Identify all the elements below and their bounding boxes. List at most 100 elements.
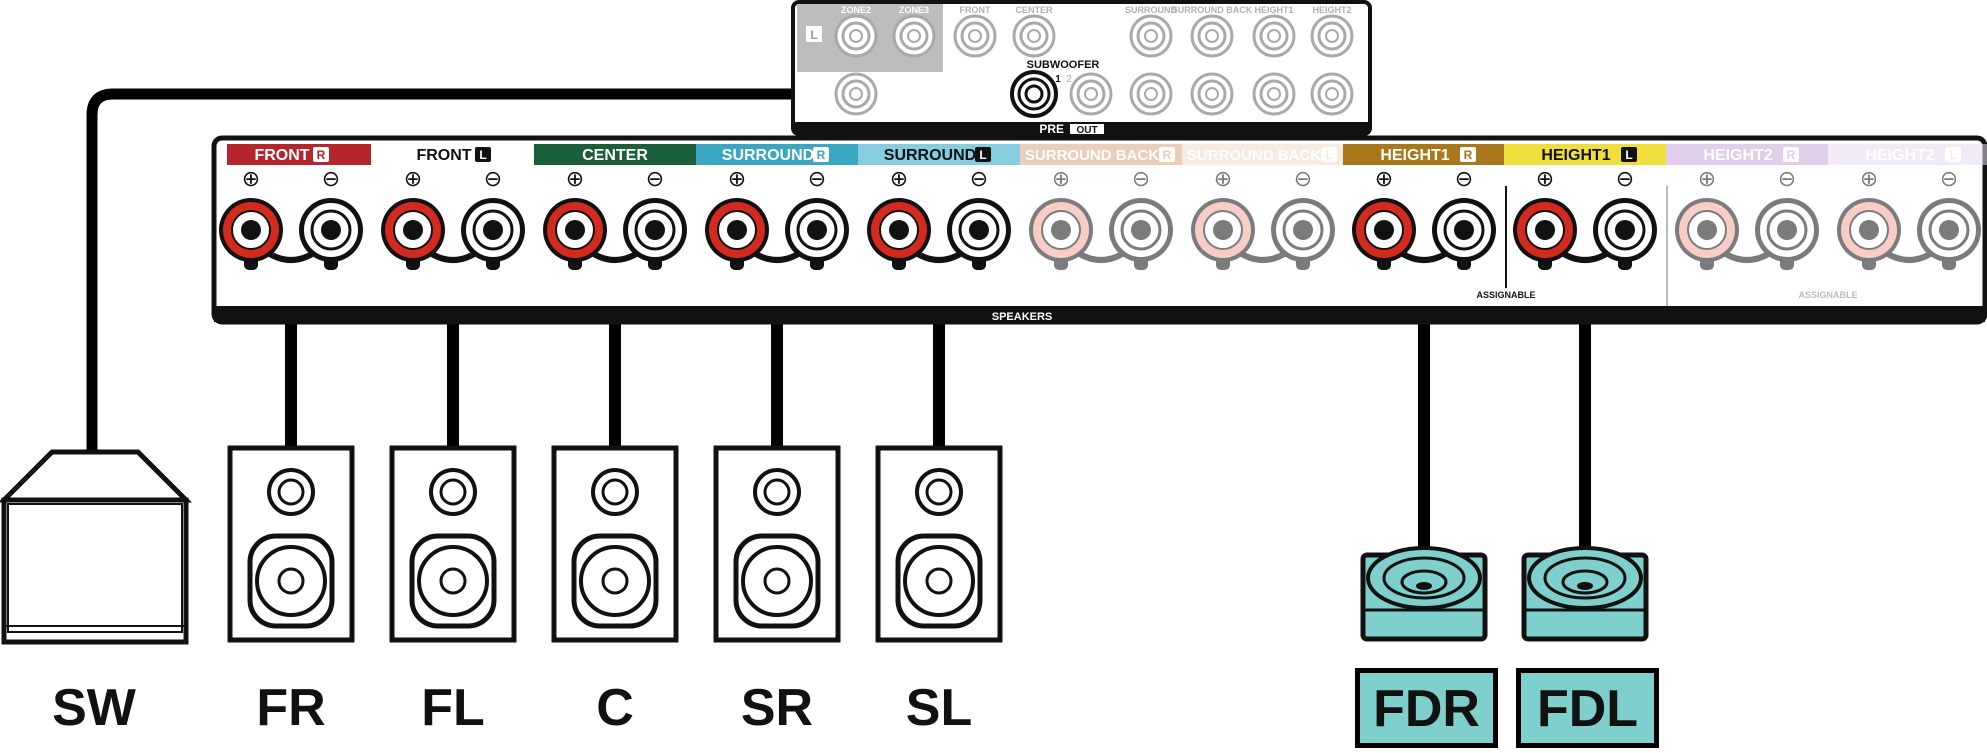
subwoofer-jack-1 <box>1010 70 1058 118</box>
speaker-label-fr: FR <box>256 679 326 737</box>
top-jack-row2-4-pin <box>1267 87 1281 101</box>
top-label-4: SURROUND <box>1125 5 1178 15</box>
terminal-badge-6 <box>1321 147 1337 162</box>
top-jack-row2-0 <box>834 72 878 116</box>
terminal-badge-text-0: R <box>317 148 326 162</box>
plus-symbol-5: ⊕ <box>1052 166 1070 191</box>
negative-terminal-hole-4 <box>969 220 989 240</box>
terminal-label-6: SURROUND BACK <box>1187 147 1321 164</box>
positive-terminal-hole-7 <box>1374 220 1394 240</box>
negative-terminal-hole-3 <box>807 220 827 240</box>
minus-symbol-8: ⊖ <box>1616 166 1634 191</box>
terminal-badge-0 <box>313 147 329 162</box>
negative-terminal-hole-9 <box>1777 220 1797 240</box>
minus-symbol-5: ⊖ <box>1132 166 1150 191</box>
minus-symbol-7: ⊖ <box>1455 166 1473 191</box>
terminal-header-0 <box>227 144 371 165</box>
minus-symbol-10: ⊖ <box>1940 166 1958 191</box>
top-rca-jacks <box>834 14 1354 118</box>
terminal-label-9: HEIGHT2 <box>1703 147 1772 164</box>
subwoofer-label: SUBWOOFER <box>1027 59 1100 71</box>
tweeter-dome-0 <box>277 478 305 506</box>
terminal-header-1 <box>372 144 534 165</box>
terminal-label-10: HEIGHT2 <box>1865 147 1934 164</box>
speaker-label-fdr: FDR <box>1355 668 1498 748</box>
plus-symbol-1: ⊕ <box>404 166 422 191</box>
top-jack-row1-6 <box>1252 14 1296 58</box>
woofer-dome-2 <box>601 567 629 595</box>
top-jack-row1-5-pin <box>1205 29 1219 43</box>
assignable-caption-height1: ASSIGNABLE <box>1476 290 1535 300</box>
top-jack-row2-3 <box>1190 72 1234 116</box>
positive-terminal-hole-1 <box>403 220 423 240</box>
top-jack-row1-0 <box>834 14 878 58</box>
minus-symbol-0: ⊖ <box>322 166 340 191</box>
positive-terminal-hole-0 <box>241 220 261 240</box>
negative-terminal-hole-1 <box>483 220 503 240</box>
top-jack-row2-5 <box>1310 72 1354 116</box>
subwoofer-top <box>0 449 193 503</box>
subwoofer-speaker <box>0 449 193 645</box>
height-driver-center-0 <box>1416 582 1432 590</box>
top-jack-row2-2-pin <box>1144 87 1158 101</box>
terminal-label-7: HEIGHT1 <box>1380 147 1449 164</box>
negative-terminal-hole-7 <box>1454 220 1474 240</box>
subwoofer-jack-1-pin <box>1024 84 1044 104</box>
preout-pre-label: PRE <box>1039 122 1064 136</box>
plus-symbol-2: ⊕ <box>566 166 584 191</box>
terminal-panel-bottom-bar <box>214 306 1985 322</box>
subwoofer-cable <box>86 88 990 450</box>
plus-symbol-0: ⊕ <box>242 166 260 191</box>
bookshelf-speaker-1 <box>389 445 517 643</box>
top-jack-row1-4 <box>1129 14 1173 58</box>
speakers-layer <box>0 445 1649 645</box>
positive-terminal-hole-5 <box>1051 220 1071 240</box>
bookshelf-speaker-0 <box>227 445 355 643</box>
terminal-badge-8 <box>1621 147 1637 162</box>
assignable-caption-height2: ASSIGNABLE <box>1798 290 1857 300</box>
top-jack-row1-2-pin <box>968 29 982 43</box>
zone-l-badge <box>806 26 822 42</box>
woofer-dome-0 <box>277 567 305 595</box>
minus-symbol-1: ⊖ <box>484 166 502 191</box>
negative-terminal-hole-5 <box>1131 220 1151 240</box>
woofer-dome-4 <box>925 567 953 595</box>
negative-terminal-hole-10 <box>1939 220 1959 240</box>
top-jack-row2-4 <box>1252 72 1296 116</box>
speaker-label-sw: SW <box>52 679 136 737</box>
terminal-badge-text-3: R <box>817 148 826 162</box>
minus-symbol-4: ⊖ <box>970 166 988 191</box>
top-jack-row1-5 <box>1190 14 1234 58</box>
positive-terminal-hole-3 <box>727 220 747 240</box>
top-label-5: SURROUND BACK <box>1172 5 1253 15</box>
subwoofer-jack-1-number: 1 <box>1055 74 1061 85</box>
top-label-7: HEIGHT2 <box>1312 5 1351 15</box>
terminal-label-5: SURROUND BACK <box>1025 147 1159 164</box>
terminal-badge-text-9: R <box>1787 148 1796 162</box>
top-jack-row2-3-pin <box>1205 87 1219 101</box>
plus-symbol-8: ⊕ <box>1536 166 1554 191</box>
plus-symbol-9: ⊕ <box>1698 166 1716 191</box>
top-label-6: HEIGHT1 <box>1254 5 1293 15</box>
subwoofer-jack-2-number: 2 <box>1066 74 1072 85</box>
terminal-label-4: SURROUND <box>884 147 976 164</box>
top-label-0: ZONE2 <box>841 5 871 15</box>
positive-terminal-hole-10 <box>1859 220 1879 240</box>
bookshelf-speaker-4 <box>875 445 1003 643</box>
terminal-badge-4 <box>975 147 991 162</box>
top-jack-row1-3 <box>1012 14 1056 58</box>
terminal-label-1: FRONT <box>416 147 471 164</box>
top-jack-row1-7-pin <box>1325 29 1339 43</box>
height-speaker-1 <box>1521 546 1649 642</box>
speaker-label-fdl: FDL <box>1516 668 1659 748</box>
terminal-badge-text-10: L <box>1949 148 1956 162</box>
